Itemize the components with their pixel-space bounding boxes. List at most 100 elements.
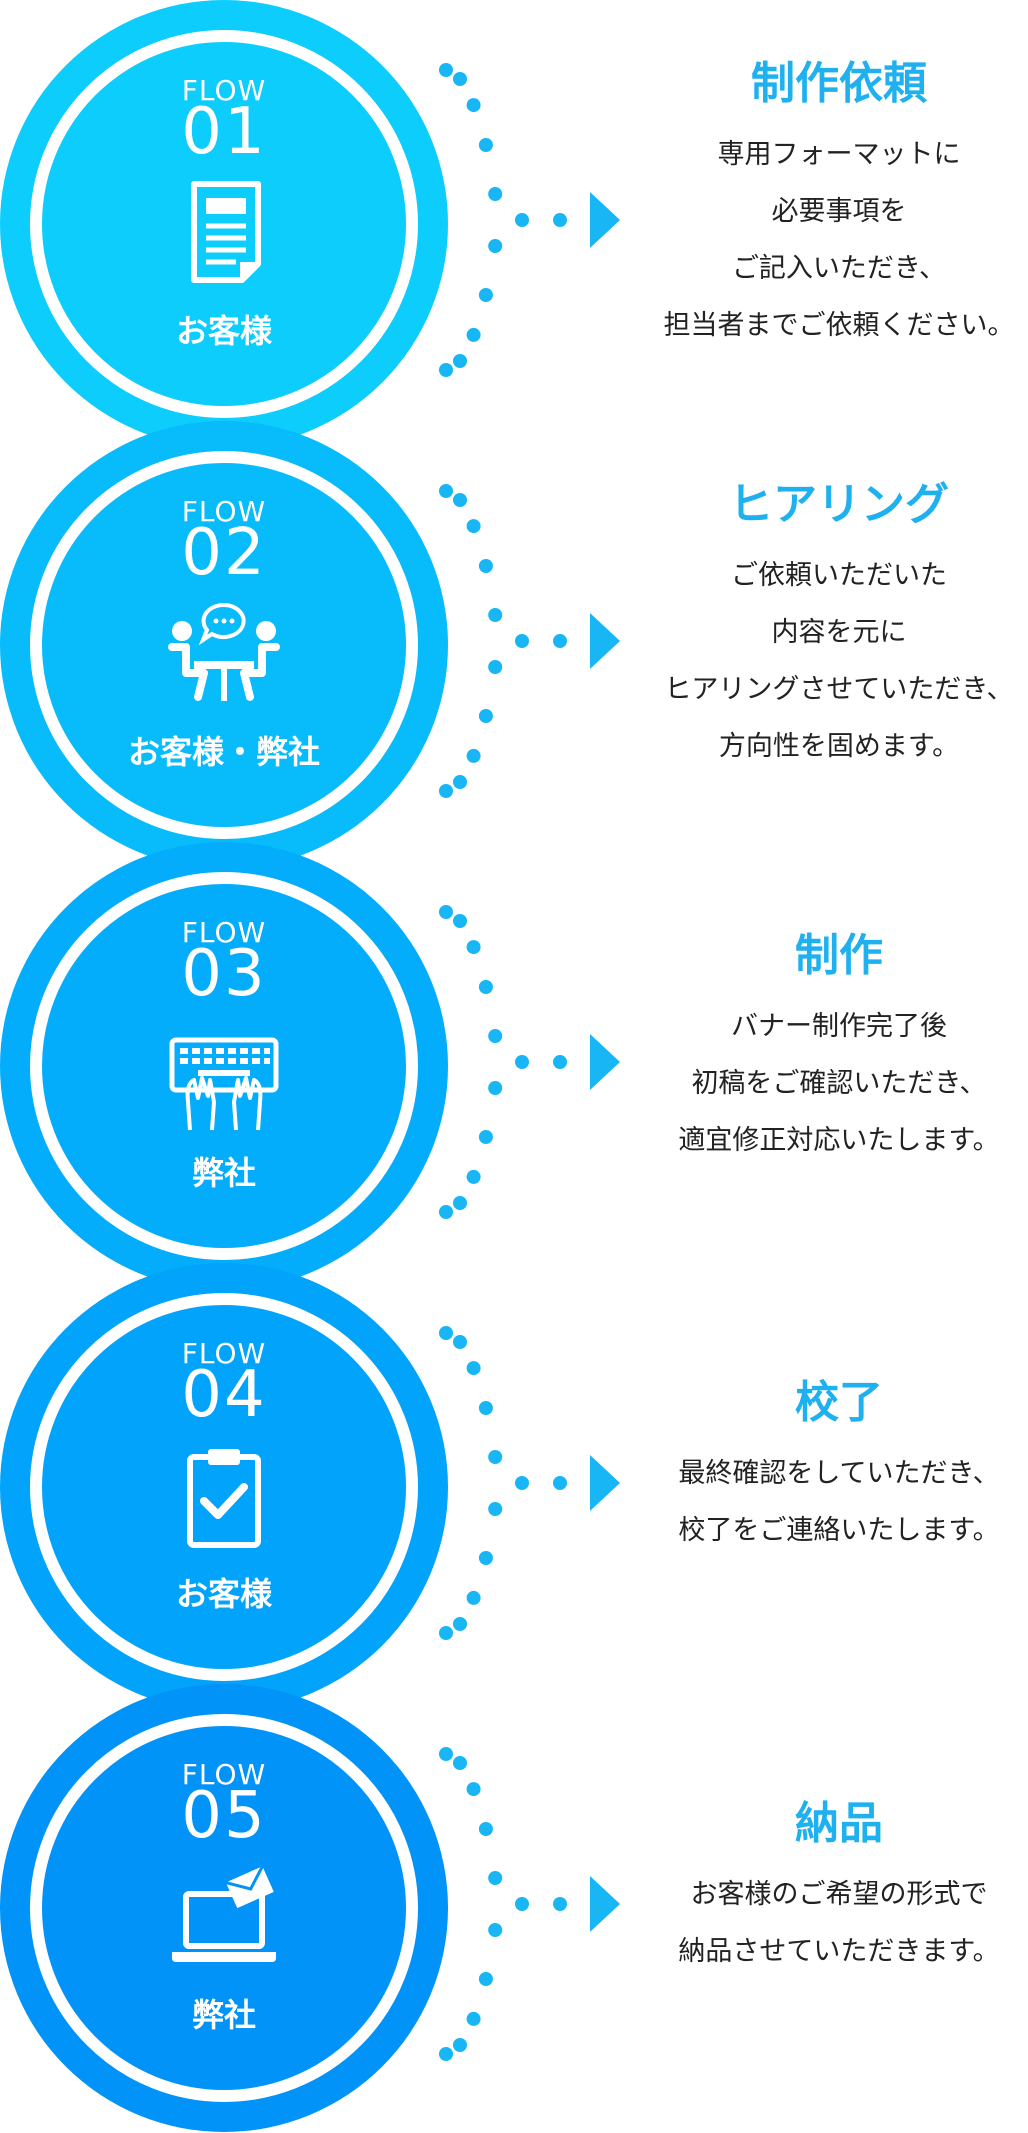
connector-dot (466, 1169, 481, 1184)
laptop-mail-icon (172, 1865, 276, 1962)
connector-dot (439, 363, 453, 377)
connector-dot (466, 1361, 481, 1376)
connector-dot (478, 709, 493, 723)
connector-dot (439, 1747, 453, 1761)
connector-dot (453, 493, 467, 507)
step-text-line: 最終確認をしていただき、 (678, 1458, 1000, 1489)
flow-number: 03 (181, 937, 267, 1011)
flow-label: FLOW (181, 1337, 267, 1370)
connector-dot (488, 1871, 503, 1885)
keyboard-icon (169, 1037, 279, 1131)
arrow-head-icon (590, 192, 620, 248)
connector-dot (439, 1326, 453, 1340)
step-text-line: 必要事項を (771, 196, 907, 227)
connector-dot (453, 1756, 467, 1770)
flow-label: FLOW (181, 495, 267, 528)
connector-dot (439, 905, 453, 919)
step-text-line: 納品させていただきます。 (678, 1936, 1000, 1967)
connector-dot (478, 288, 493, 302)
connector-dot (553, 1476, 567, 1490)
connector-dot (478, 1401, 493, 1415)
arrow-head-icon (590, 613, 620, 669)
connector-dot (488, 1081, 503, 1095)
actor-label: 弊社 (191, 1154, 256, 1192)
flow-number: 05 (181, 1779, 267, 1853)
step-circle: FLOW 02 お客様・弊社 (0, 421, 448, 869)
connector-dot (466, 1782, 481, 1797)
step-text-line: 担当者までご依頼ください。 (663, 310, 1015, 341)
step-content: 制作 バナー制作完了後 初稿をご確認いただき、 適宜修正対応いたします。 (650, 928, 1028, 1169)
step-text-line: 専用フォーマットに (717, 139, 961, 170)
connector-dot (478, 559, 493, 573)
step-content: 制作依頼 専用フォーマットに 必要事項を ご記入いただき、 担当者までご依頼くだ… (650, 56, 1028, 354)
step-title: ヒアリング (729, 479, 949, 530)
step-text-line: ご依頼いただいた (731, 560, 947, 591)
connector-dot (439, 784, 453, 798)
connector-dot (478, 1130, 493, 1144)
step-text-line: ヒアリングさせていただき、 (664, 674, 1014, 705)
connector-dot (439, 63, 453, 77)
flow-step-1: FLOW 01 お客様 制作依頼 専用フォーマットに 必要事項を ご記入いただき… (0, 0, 1028, 448)
dotted-arrow (439, 905, 620, 1219)
connector-dot (453, 354, 467, 368)
connector-dot (466, 748, 481, 763)
step-text-line: 内容を元に (771, 617, 907, 648)
connector-dot (466, 519, 481, 534)
connector-dot (515, 1476, 529, 1490)
dotted-arrow (439, 63, 620, 377)
connector-dot (515, 1055, 529, 1069)
step-title: 制作 (795, 930, 883, 981)
connector-dot (466, 1590, 481, 1605)
step-text-line: 方向性を固めます。 (718, 731, 960, 762)
flow-label: FLOW (181, 1758, 267, 1791)
connector-dot (515, 634, 529, 648)
actor-label: 弊社 (191, 1996, 256, 2034)
step-text-line: ご記入いただき、 (731, 253, 947, 284)
connector-dot (439, 2047, 453, 2061)
connector-dot (488, 608, 503, 622)
connector-dot (515, 213, 529, 227)
arrow-head-icon (590, 1455, 620, 1511)
flow-step-5: FLOW 05 弊社 納品 お客様のご希望の形式で 納品させていただきます。 (0, 1684, 1028, 2132)
connector-dot (466, 98, 481, 113)
document-icon (191, 181, 261, 283)
flow-step-2: FLOW 02 お客様・弊社 ヒアリング ご依頼いただいた 内容を元に ヒアリン… (0, 421, 1028, 869)
connector-dot (453, 1196, 467, 1210)
flow-number: 01 (181, 95, 267, 169)
connector-dot (488, 1923, 503, 1937)
flow-number: 02 (181, 516, 267, 590)
actor-label: お客様・弊社 (127, 733, 320, 771)
step-circle: FLOW 03 弊社 (0, 842, 448, 1290)
connector-dot (553, 1897, 567, 1911)
connector-dot (453, 914, 467, 928)
connector-dot (553, 634, 567, 648)
flow-label: FLOW (181, 916, 267, 949)
step-content: 校了 最終確認をしていただき、 校了をご連絡いたします。 (650, 1375, 1028, 1559)
flow-number: 04 (181, 1358, 267, 1432)
connector-dot (453, 72, 467, 86)
connector-dot (478, 1822, 493, 1836)
step-text-line: 適宜修正対応いたします。 (678, 1125, 1000, 1156)
connector-dot (453, 2038, 467, 2052)
connector-dot (466, 327, 481, 342)
connector-dot (478, 1972, 493, 1986)
flow-step-4: FLOW 04 お客様 校了 最終確認をしていただき、 校了をご連絡いたします。 (0, 1263, 1028, 1711)
dotted-arrow (439, 484, 620, 798)
clipboard-check-icon (187, 1449, 261, 1548)
connector-dot (453, 1335, 467, 1349)
flow-step-3: FLOW 03 弊社 制作 バナー制作完了後 初稿をご確認いただき、 適宜修正対… (0, 842, 1028, 1290)
step-circle: FLOW 05 弊社 (0, 1684, 448, 2132)
step-circle: FLOW 04 お客様 (0, 1263, 448, 1711)
step-title: 納品 (795, 1798, 883, 1849)
actor-label: お客様 (175, 1575, 272, 1613)
dotted-arrow (439, 1747, 620, 2061)
connector-dot (478, 1551, 493, 1565)
arrow-head-icon (590, 1034, 620, 1090)
step-content: ヒアリング ご依頼いただいた 内容を元に ヒアリングさせていただき、 方向性を固… (650, 477, 1028, 775)
connector-dot (466, 940, 481, 955)
connector-dot (478, 138, 493, 152)
actor-label: お客様 (175, 312, 272, 350)
connector-dot (515, 1897, 529, 1911)
connector-dot (439, 1626, 453, 1640)
connector-dot (488, 1502, 503, 1516)
